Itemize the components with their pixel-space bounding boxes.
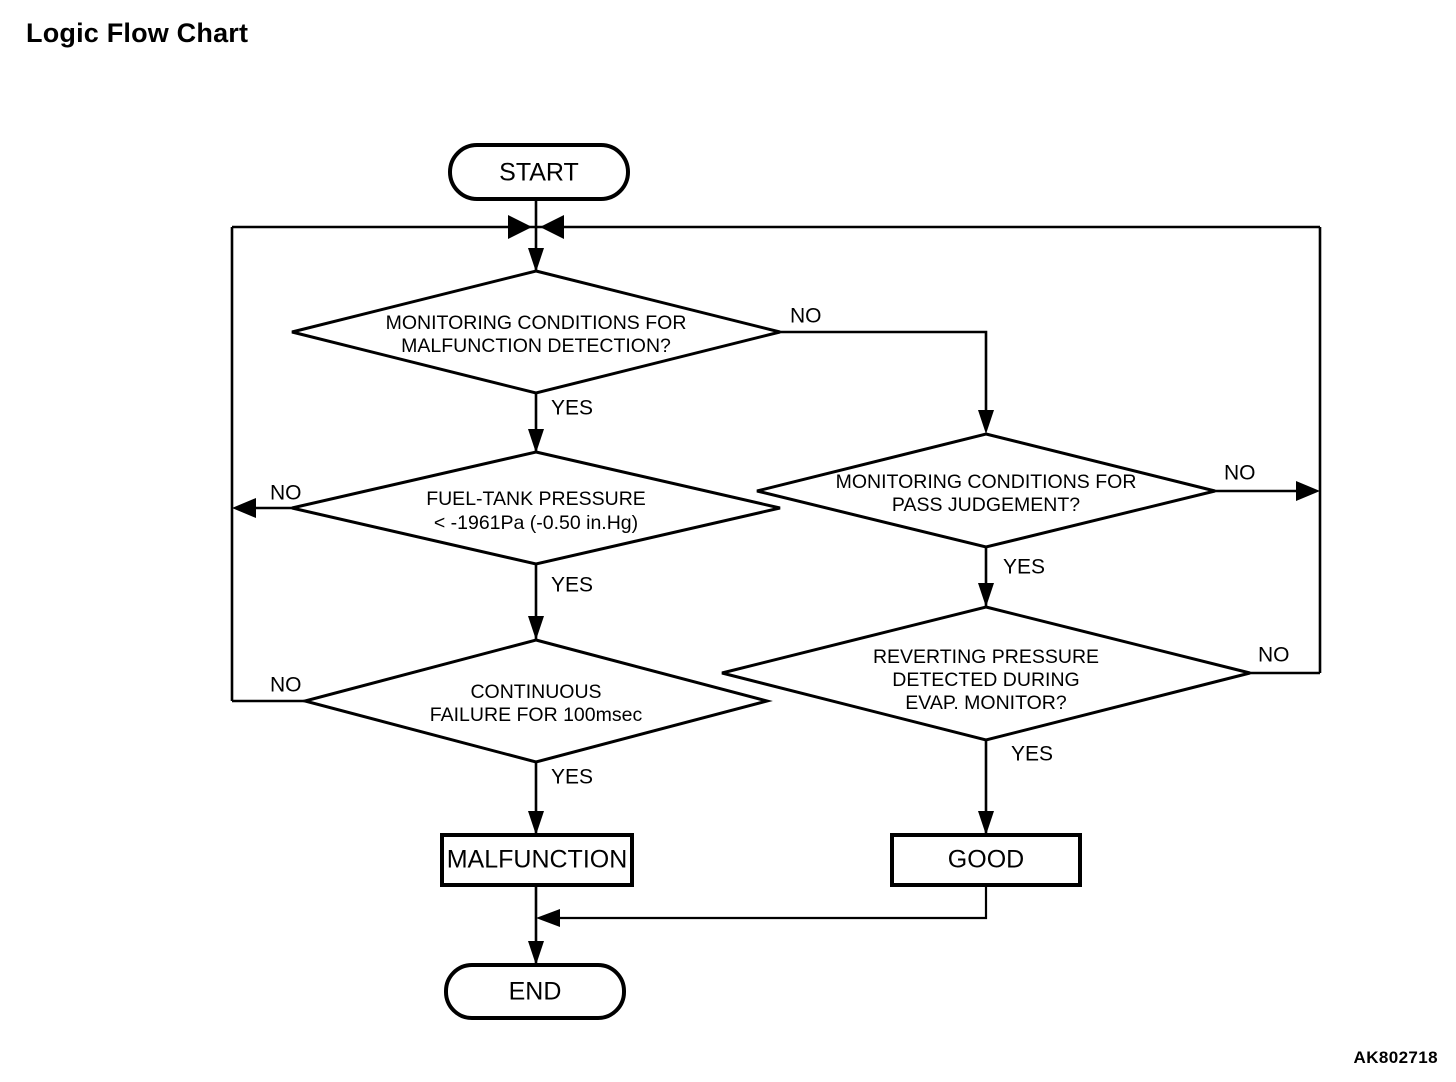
decision-malfunction-detection-yes-label: YES [551, 397, 593, 420]
arrowhead-into-decision2 [528, 429, 544, 453]
decision-continuous-failure-no-label: NO [270, 674, 302, 697]
arrowhead-decision2-no [232, 498, 256, 518]
decision-malfunction-detection-line2: MALFUNCTION DETECTION? [401, 335, 671, 357]
decision-malfunction-detection-line1: MONITORING CONDITIONS FOR [386, 312, 687, 334]
node-decision-malfunction-detection[interactable]: MONITORING CONDITIONS FOR MALFUNCTION DE… [291, 269, 781, 395]
end-shape [444, 963, 626, 1020]
decision-pass-judgement-line1: MONITORING CONDITIONS FOR [836, 471, 1137, 493]
edge-good-to-end-merge [542, 885, 988, 920]
result-good-label: GOOD [948, 846, 1024, 874]
arrowhead-into-decision3 [978, 410, 994, 434]
result-malfunction-label: MALFUNCTION [447, 846, 628, 874]
arrowhead-decision3-no [1296, 481, 1320, 501]
decision-fuel-tank-pressure-no-label: NO [270, 482, 302, 505]
arrowhead-into-decision1 [528, 248, 544, 272]
start-label: START [499, 159, 579, 187]
decision-continuous-failure-line1: CONTINUOUS [470, 681, 601, 703]
decision-continuous-failure-line2: FAILURE FOR 100msec [430, 704, 643, 726]
decision-fuel-tank-pressure-shape [291, 450, 781, 566]
decision-reverting-pressure-shape [721, 605, 1251, 742]
decision-continuous-failure-yes-label: YES [551, 766, 593, 789]
decision-pass-judgement-line2: PASS JUDGEMENT? [892, 494, 1080, 516]
arrowhead-bus-right-into-junction [540, 215, 564, 239]
node-decision-reverting-pressure[interactable]: REVERTING PRESSURE DETECTED DURING EVAP.… [721, 605, 1251, 742]
node-result-malfunction[interactable]: MALFUNCTION [440, 833, 634, 887]
figure-id-label: AK802718 [1353, 1048, 1438, 1067]
decision-fuel-tank-pressure-line2: < -1961Pa (-0.50 in.Hg) [434, 512, 638, 534]
decision-malfunction-detection-no-label: NO [790, 305, 822, 328]
node-result-good[interactable]: GOOD [890, 833, 1082, 887]
node-start[interactable]: START [448, 143, 630, 201]
page-title: Logic Flow Chart [26, 18, 249, 48]
decision-reverting-pressure-line2: DETECTED DURING [892, 669, 1079, 691]
decision-pass-judgement-shape [756, 432, 1216, 549]
node-decision-pass-judgement[interactable]: MONITORING CONDITIONS FOR PASS JUDGEMENT… [756, 432, 1216, 549]
decision-reverting-pressure-line3: EVAP. MONITOR? [905, 692, 1067, 714]
decision-malfunction-detection-shape [291, 269, 781, 395]
decision-pass-judgement-yes-label: YES [1003, 556, 1045, 579]
decision-fuel-tank-pressure-yes-label: YES [551, 574, 593, 597]
arrowhead-into-malfunction [528, 811, 544, 835]
arrowhead-good-merge [536, 909, 560, 927]
decision-fuel-tank-pressure-line1: FUEL-TANK PRESSURE [426, 488, 646, 510]
arrowhead-into-decision5 [978, 583, 994, 607]
start-shape [448, 143, 630, 201]
decision-reverting-pressure-yes-label: YES [1011, 743, 1053, 766]
node-decision-fuel-tank-pressure[interactable]: FUEL-TANK PRESSURE < -1961Pa (-0.50 in.H… [291, 450, 781, 566]
decision-pass-judgement-no-label: NO [1224, 462, 1256, 485]
decision-continuous-failure-shape [299, 638, 773, 764]
node-end[interactable]: END [444, 963, 626, 1020]
arrowhead-into-end [528, 941, 544, 965]
result-malfunction-shape [440, 833, 634, 887]
end-label: END [509, 978, 562, 1006]
result-good-shape [890, 833, 1082, 887]
decision-reverting-pressure-no-label: NO [1258, 644, 1290, 667]
arrowhead-bus-left-into-junction [508, 215, 532, 239]
node-decision-continuous-failure[interactable]: CONTINUOUS FAILURE FOR 100msec [299, 638, 773, 764]
arrowhead-into-decision4 [528, 616, 544, 640]
edge-decision1-no-to-decision3 [780, 330, 988, 428]
decision-reverting-pressure-line1: REVERTING PRESSURE [873, 646, 1099, 668]
arrowhead-into-good [978, 811, 994, 835]
